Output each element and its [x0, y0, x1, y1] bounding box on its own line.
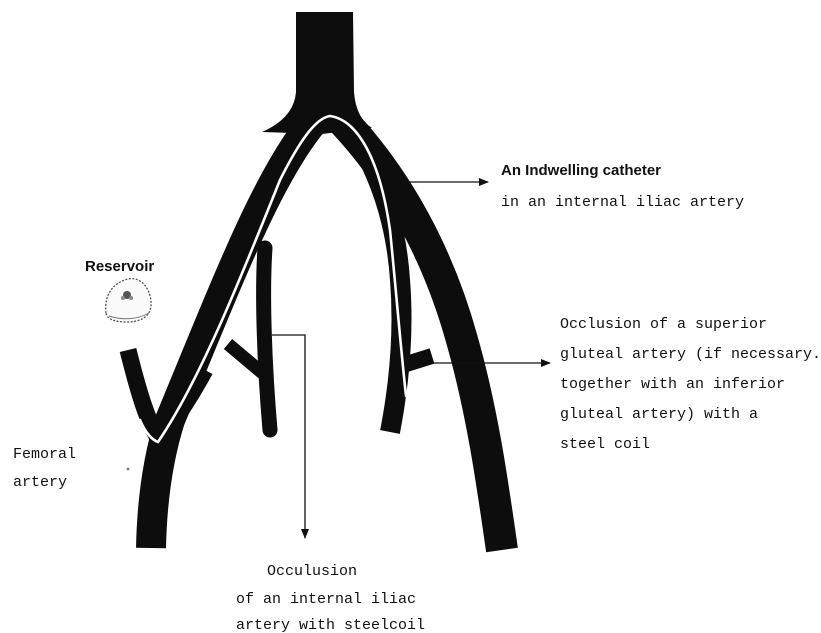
superior-gluteal-label: Occlusion of a superior gluteal artery (… [560, 316, 821, 453]
speck [127, 468, 130, 471]
left-iliac-artery [151, 116, 318, 548]
internal-iliac-leader-arrow [272, 335, 305, 538]
right-iliac-artery [338, 116, 502, 550]
superior-gluteal-stub [400, 356, 432, 366]
left-internal-iliac-artery [264, 248, 270, 430]
femoral-artery-label: Femoral artery [13, 446, 85, 491]
reservoir-label: Reservoir [85, 258, 154, 275]
catheter-label: An Indwelling catheter in an internal il… [501, 162, 744, 211]
reservoir-icon [106, 279, 151, 322]
internal-iliac-occlusion-label: Occulusion of an internal iliac artery w… [236, 563, 425, 633]
